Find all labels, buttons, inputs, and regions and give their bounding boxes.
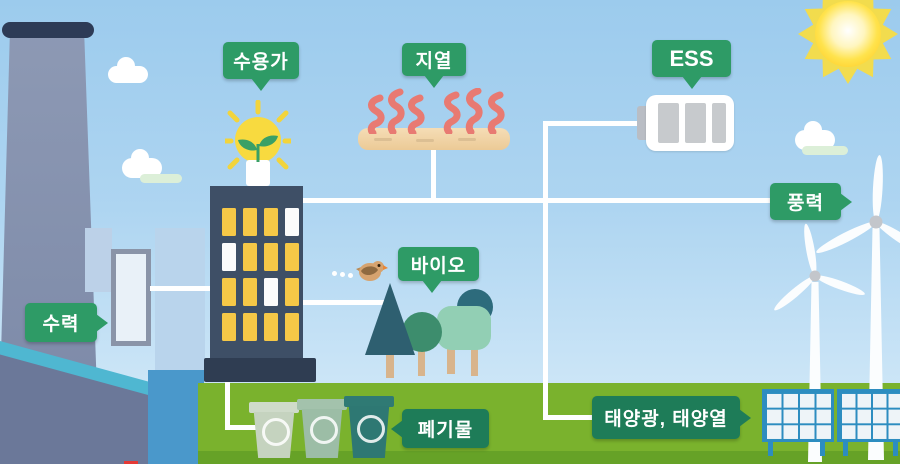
- bubble-tail: [251, 78, 271, 91]
- connector-line-waste-h: [225, 425, 258, 430]
- label-waste-text: 폐기물: [417, 420, 474, 441]
- battery-icon: [646, 95, 734, 151]
- solar-panel-icon: [837, 389, 900, 442]
- label-geothermal: 지열: [402, 43, 466, 88]
- label-geothermal-text: 지열: [415, 51, 453, 72]
- bubble-tail: [422, 280, 442, 293]
- connector-line-geothermal: [431, 148, 436, 202]
- building-windows: [222, 208, 299, 341]
- cloud-shadow: [802, 146, 848, 155]
- connector-line-bio: [303, 300, 392, 305]
- connector-line-waste-v: [225, 380, 230, 429]
- solar-panel-leg: [768, 441, 773, 456]
- heat-waves-icon: [367, 88, 505, 134]
- label-consumer: 수용가: [223, 42, 299, 91]
- cloud-icon: [108, 57, 148, 83]
- bird-icon: [356, 261, 388, 281]
- solar-panel-leg: [843, 441, 848, 456]
- sun-icon: [798, 0, 898, 84]
- smokestack-cap: [2, 22, 94, 38]
- bubble-tail: [391, 419, 403, 438]
- connector-line-ess: [543, 121, 647, 126]
- label-bio: 바이오: [398, 247, 479, 293]
- water-fall: [148, 370, 204, 464]
- cloud-icon: [122, 149, 162, 178]
- bubble-tail: [96, 313, 108, 332]
- connector-line-main: [303, 198, 770, 203]
- label-hydro-text: 수력: [42, 314, 80, 335]
- solar-panel-icon: [762, 389, 834, 442]
- label-ess: ESS: [652, 40, 731, 89]
- solar-panel-leg: [893, 441, 898, 456]
- label-wind-text: 풍력: [787, 193, 824, 214]
- connector-line-hydro: [150, 286, 212, 291]
- dam-block: [85, 228, 112, 292]
- label-solar-text: 태양광, 태양열: [604, 409, 728, 430]
- bubble-tail: [840, 192, 852, 211]
- connector-line-solar: [543, 415, 595, 420]
- label-consumer-text: 수용가: [233, 52, 289, 73]
- cloud-shadow: [140, 174, 182, 183]
- lightbulb-plant-icon: [225, 100, 291, 186]
- label-ess-text: ESS: [669, 45, 714, 71]
- video-progress-bar[interactable]: [124, 461, 138, 464]
- bubble-tail: [424, 75, 444, 88]
- cloud-icon: [795, 121, 835, 150]
- dam-sluice-gate: [111, 249, 151, 346]
- connector-line-ess-solar: [543, 121, 548, 419]
- label-waste: 폐기물: [391, 409, 489, 448]
- tree-icon: [365, 283, 493, 378]
- bubble-tail: [682, 76, 702, 89]
- solar-panel-leg: [820, 441, 825, 456]
- building-base: [204, 358, 316, 382]
- dam-icon: [155, 228, 205, 378]
- label-hydro: 수력: [25, 303, 108, 342]
- label-solar: 태양광, 태양열: [592, 396, 751, 439]
- label-wind: 풍력: [770, 183, 852, 220]
- bubble-tail: [739, 408, 751, 427]
- label-bio-text: 바이오: [410, 255, 467, 277]
